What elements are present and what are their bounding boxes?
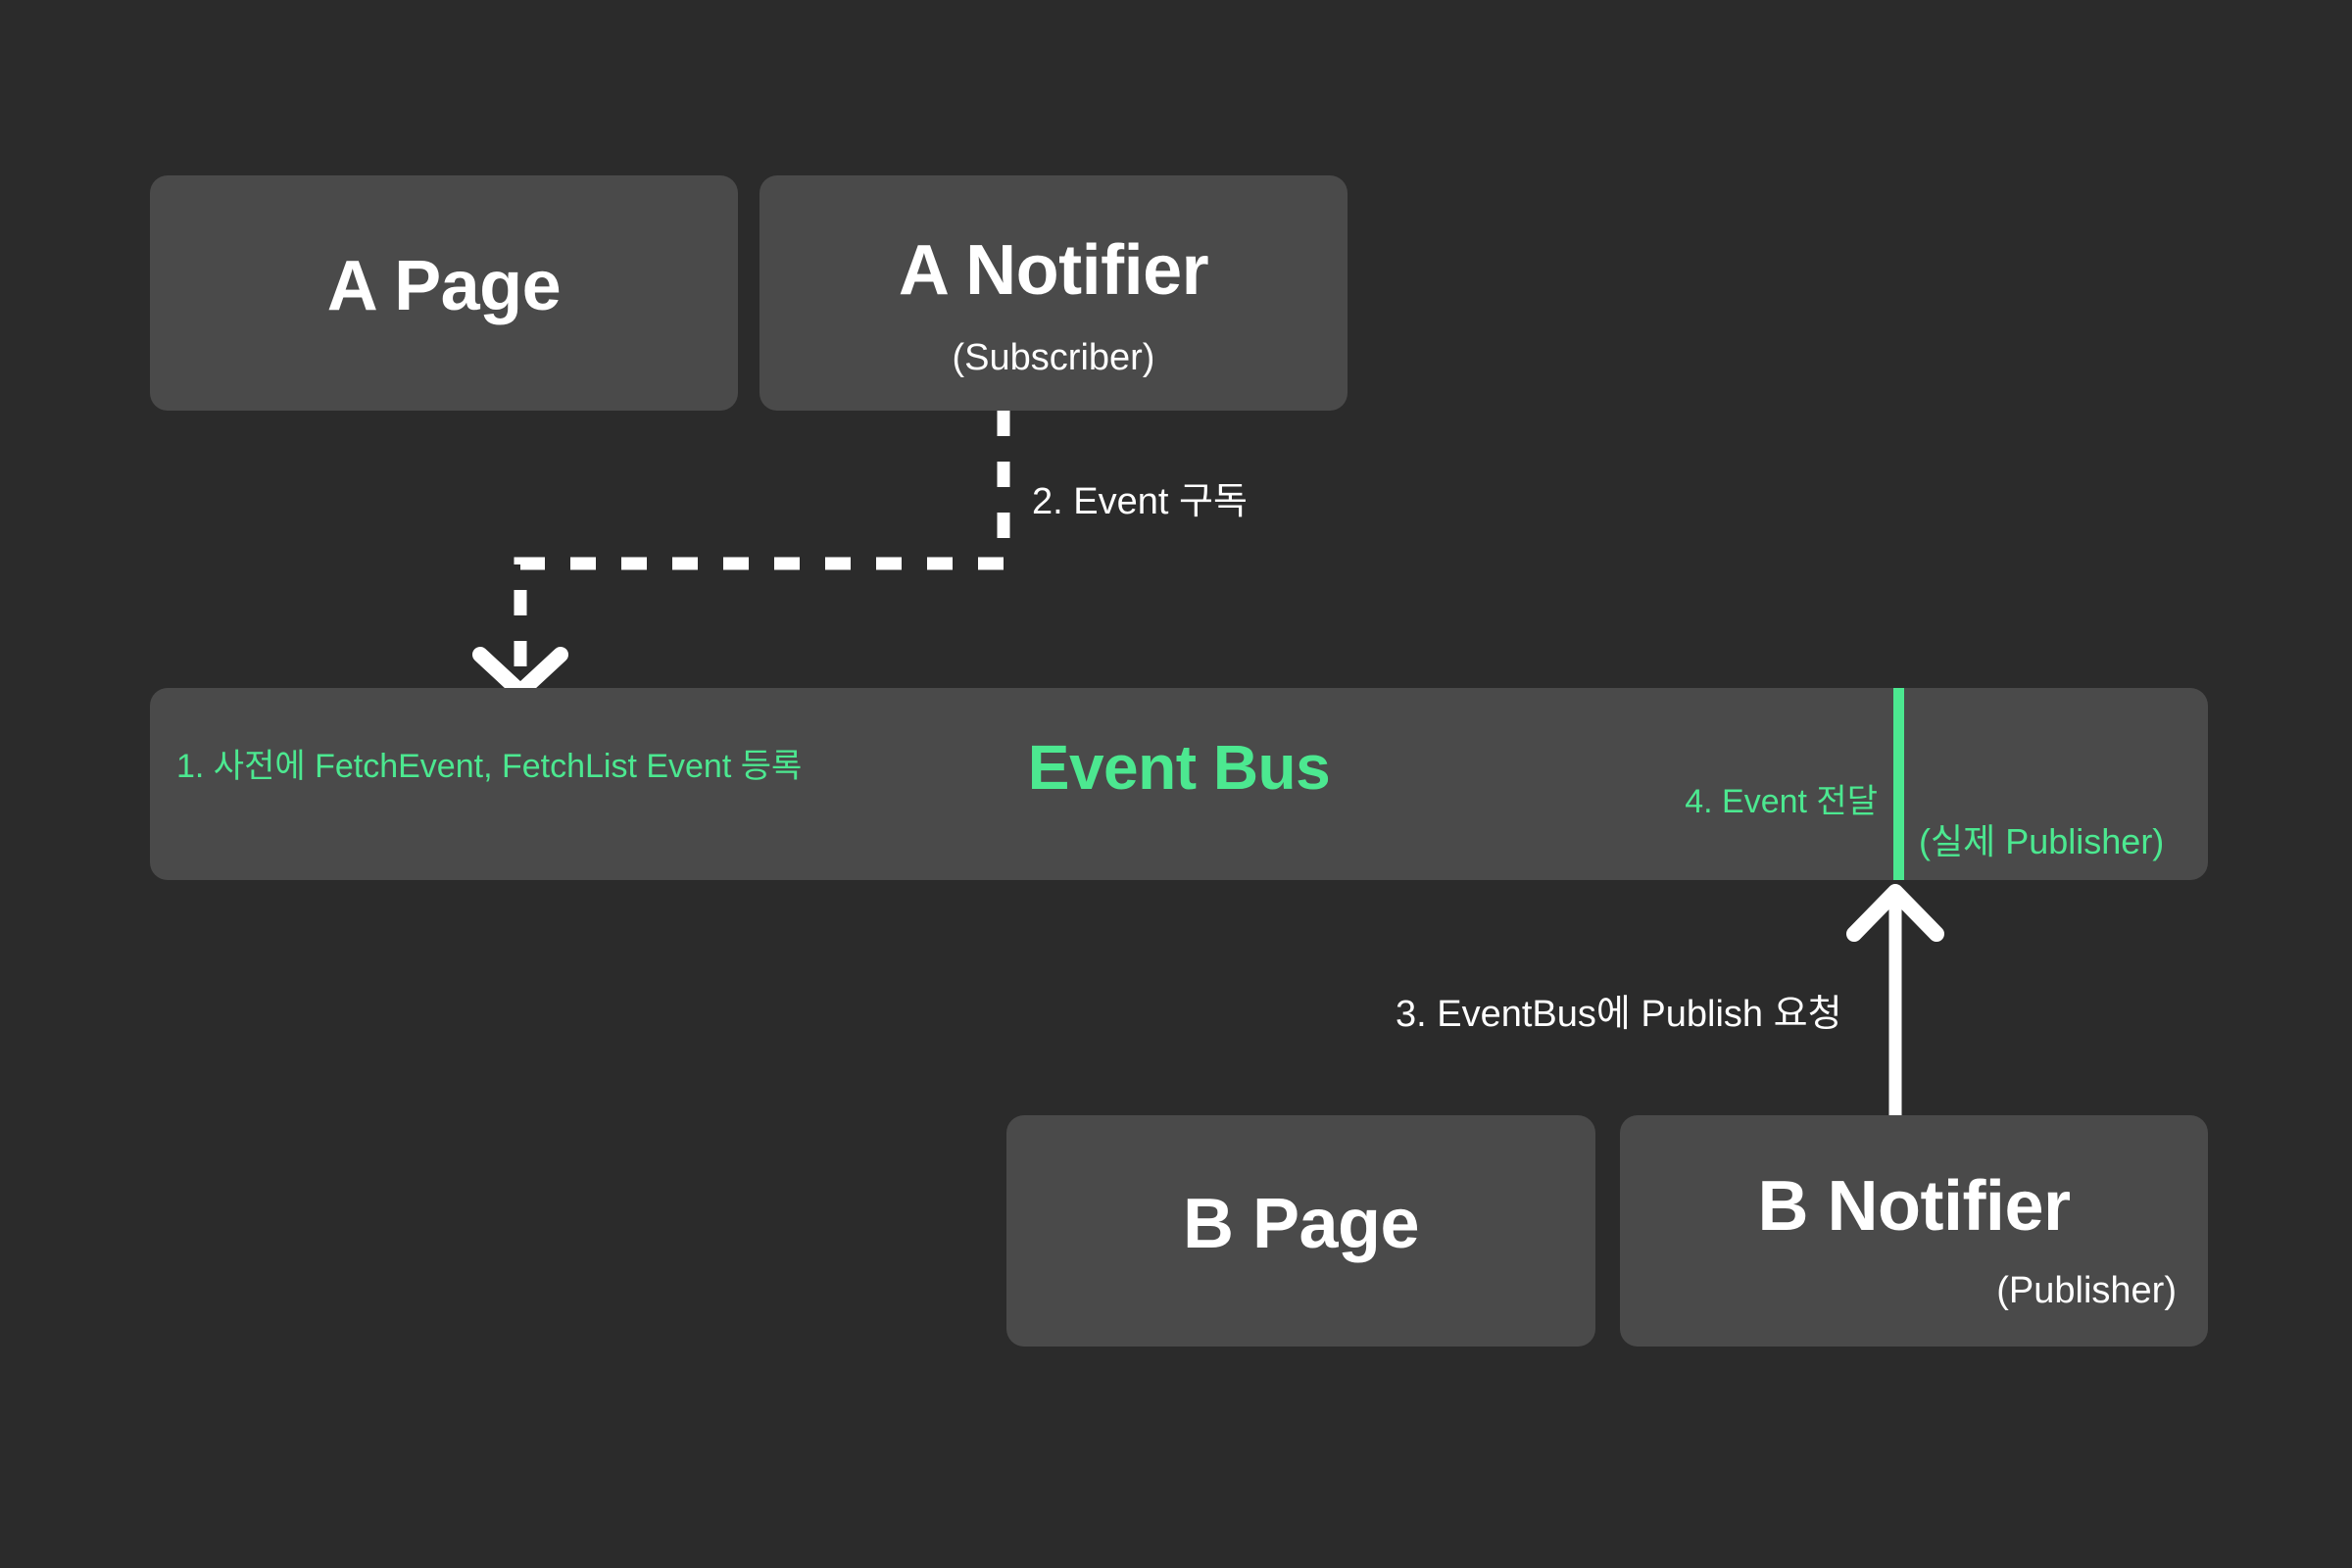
node-event-bus[interactable]: 1. 사전에 FetchEvent, FetchList Event 등록 Ev… (150, 688, 2208, 880)
node-b-page[interactable]: B Page (1006, 1115, 1595, 1347)
node-b-notifier[interactable]: B Notifier (Publisher) (1620, 1115, 2208, 1347)
subscribe-arrowhead (472, 647, 568, 700)
event-bus-step4-label: 4. Event 전달 (1685, 783, 1878, 820)
event-bus-step1-label: 1. 사전에 FetchEvent, FetchList Event 등록 (176, 748, 803, 785)
node-a-page[interactable]: A Page (150, 175, 738, 411)
event-bus-divider (1893, 688, 1904, 880)
node-a-notifier-label: A Notifier (898, 231, 1209, 310)
node-a-notifier-role: (Subscriber) (952, 337, 1155, 378)
node-b-notifier-label: B Notifier (1757, 1167, 2072, 1246)
subscribe-edge (472, 411, 1010, 700)
publish-arrowhead (1846, 884, 1944, 942)
event-bus-publisher-note: (실제 Publisher) (1919, 821, 2165, 861)
node-b-notifier-role: (Publisher) (1996, 1270, 2177, 1311)
node-a-page-label: A Page (326, 247, 562, 325)
publish-edge-label: 3. EventBus에 Publish 요청 (1396, 994, 1842, 1035)
event-bus-label: Event Bus (1027, 732, 1331, 803)
node-b-page-label: B Page (1182, 1185, 1420, 1263)
node-a-notifier[interactable]: A Notifier (Subscriber) (760, 175, 1348, 411)
publish-edge (1846, 884, 1944, 1115)
subscribe-edge-label: 2. Event 구독 (1032, 481, 1248, 522)
